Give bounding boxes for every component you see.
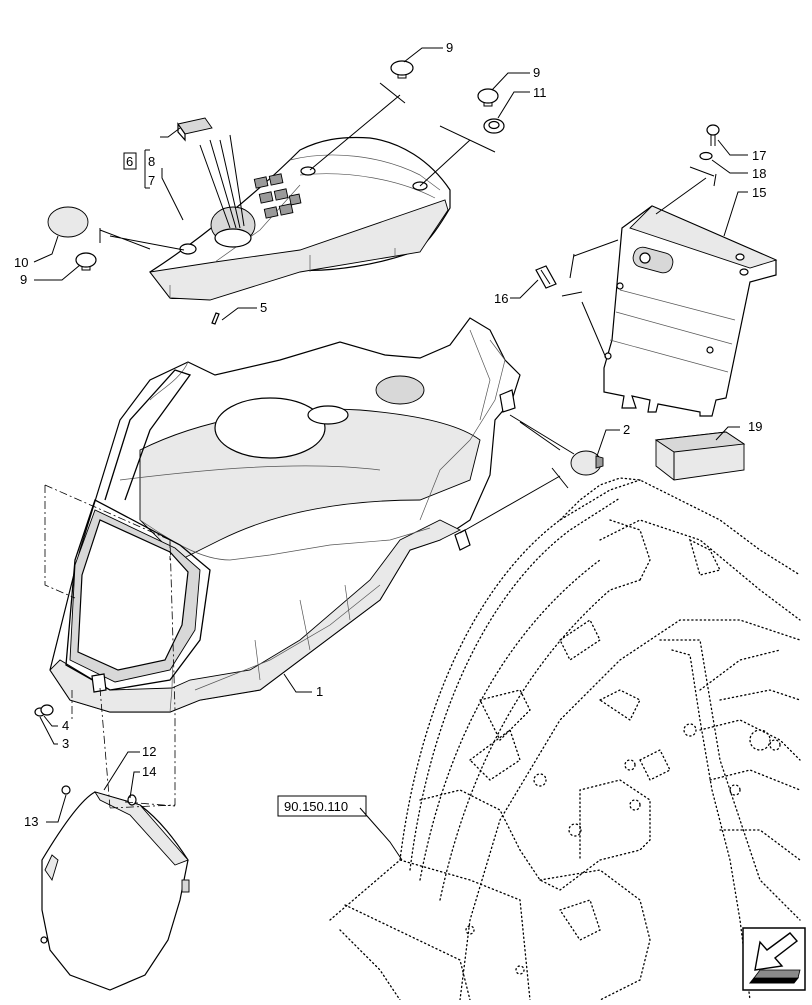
clip-16 (535, 265, 557, 289)
panel-part (603, 205, 778, 417)
lower-panel-part (40, 785, 190, 991)
callout-9c: 9 (20, 272, 27, 287)
plug-2 (570, 450, 604, 476)
callout-6-box (123, 152, 137, 170)
callout-11: 11 (533, 85, 547, 100)
main-cover-part (34, 317, 521, 717)
callout-2: 2 (623, 422, 630, 437)
callout-9a: 9 (446, 40, 453, 55)
callout-15: 15 (752, 185, 766, 200)
phantom-lines (44, 484, 176, 809)
callout-4: 4 (62, 718, 69, 733)
callout-7: 7 (148, 173, 155, 188)
callout-10: 10 (14, 255, 28, 270)
callout-1: 1 (316, 684, 323, 699)
switch-panel (253, 173, 302, 219)
console-part (149, 117, 451, 325)
callout-3: 3 (62, 736, 69, 751)
cab-frame-background (329, 477, 801, 1001)
reference-label[interactable]: 90.150.110 (284, 799, 348, 814)
grommet-11 (483, 118, 505, 134)
callout-17: 17 (752, 148, 766, 163)
next-page-arrow-icon[interactable] (742, 927, 806, 991)
callout-13: 13 (24, 814, 38, 829)
callout-labels: 9 9 11 6 8 7 10 9 5 17 18 15 16 2 19 1 4… (14, 40, 766, 829)
cap-9-right (477, 88, 499, 107)
reference-box[interactable] (277, 795, 367, 817)
callout-9b: 9 (533, 65, 540, 80)
leader-lines (33, 47, 748, 861)
guide-lines (99, 82, 717, 534)
block-19 (654, 431, 746, 481)
screw-17 (699, 124, 720, 161)
callout-8: 8 (148, 154, 155, 169)
reference-link[interactable]: 90.150.110 (277, 795, 367, 817)
callout-6: 6 (126, 154, 133, 169)
callout-12: 12 (142, 744, 156, 759)
callout-16: 16 (494, 291, 508, 306)
cap-9-left (75, 252, 97, 271)
callout-14: 14 (142, 764, 156, 779)
callout-19: 19 (748, 419, 762, 434)
callout-18: 18 (752, 166, 766, 181)
cap-9-top (390, 60, 414, 79)
callout-5: 5 (260, 300, 267, 315)
cover-10 (47, 206, 89, 238)
